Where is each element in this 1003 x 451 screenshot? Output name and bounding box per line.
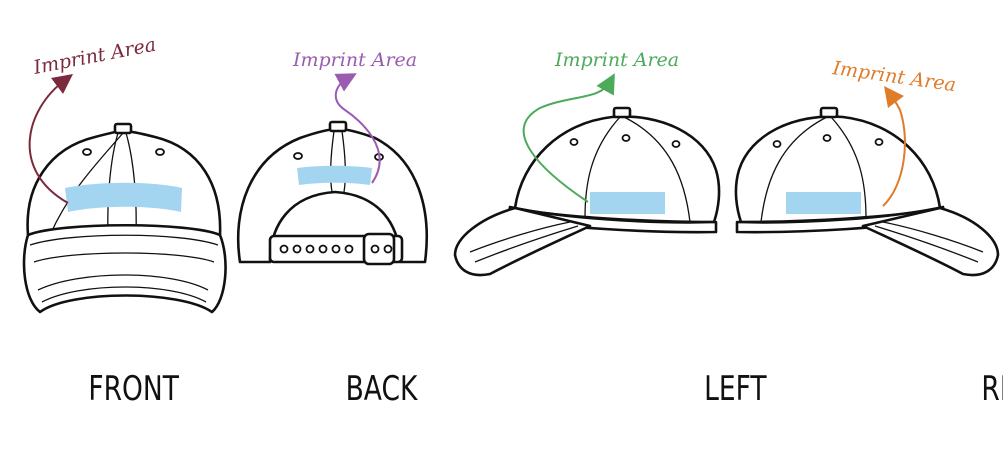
front-imprint-area xyxy=(65,182,182,212)
left-imprint-area xyxy=(590,192,665,214)
back-imprint-label: Imprint Area xyxy=(292,49,417,71)
baseball-cap-left-icon xyxy=(453,106,721,277)
back-imprint-area xyxy=(297,165,372,185)
right-arrow-icon xyxy=(882,85,906,207)
right-imprint-label: Imprint Area xyxy=(830,57,957,96)
right-view-label: RIGHT xyxy=(981,370,1003,409)
back-view-label: BACK xyxy=(346,370,419,409)
front-arrow-icon xyxy=(28,73,73,204)
baseball-cap-right-icon xyxy=(734,106,1000,277)
baseball-cap-back-icon xyxy=(236,120,429,266)
right-imprint-area xyxy=(786,192,861,214)
baseball-cap-front-icon xyxy=(22,122,227,314)
front-imprint-label: Imprint Area xyxy=(31,34,158,79)
left-view-label: LEFT xyxy=(704,370,767,409)
back-arrow-icon xyxy=(334,73,381,184)
left-arrow-icon xyxy=(522,73,615,203)
front-view: Imprint Area FRONT xyxy=(22,34,227,409)
left-imprint-label: Imprint Area xyxy=(554,49,679,71)
back-view: Imprint Area BACK xyxy=(236,49,429,409)
left-view: Imprint Area LEFT xyxy=(453,49,767,409)
front-view-label: FRONT xyxy=(88,370,179,409)
right-view: Imprint Area RIGHT xyxy=(734,57,1003,409)
